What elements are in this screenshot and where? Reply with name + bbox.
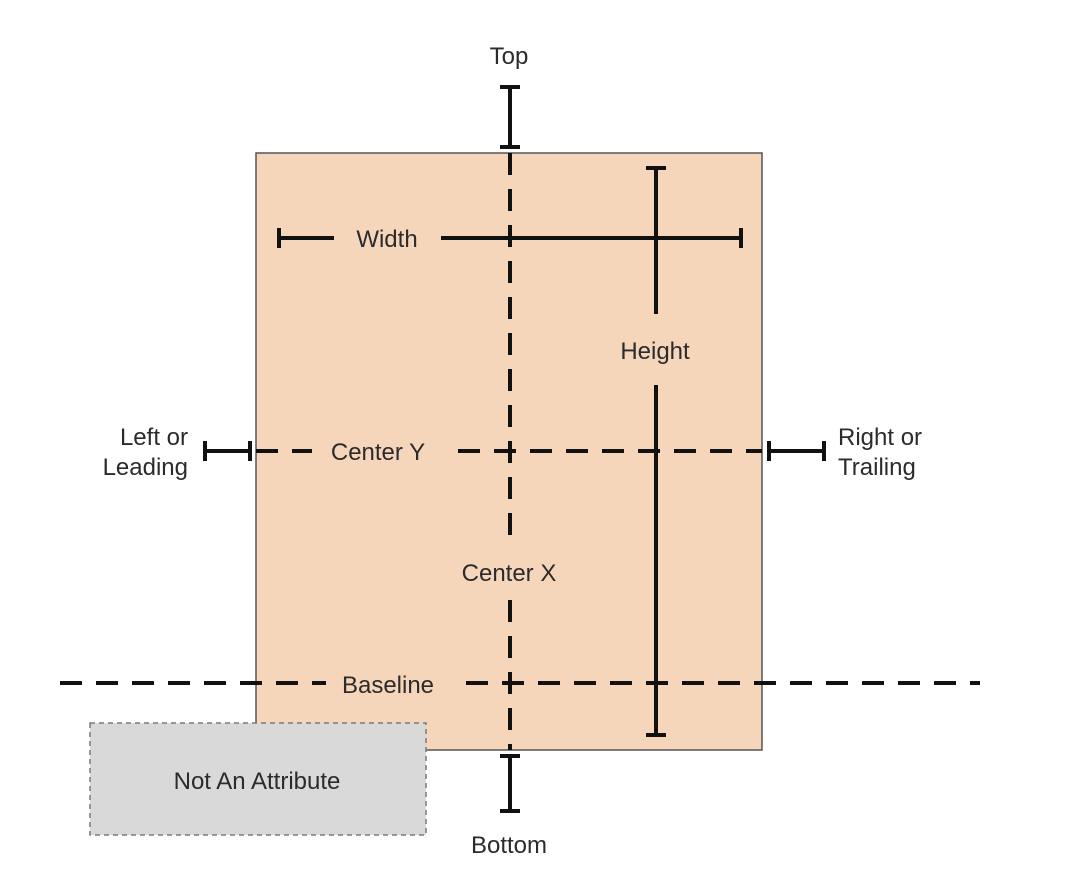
center-x-label: Center X xyxy=(462,560,557,587)
top-marker xyxy=(500,85,520,149)
center-y-label: Center Y xyxy=(331,439,425,466)
baseline-label: Baseline xyxy=(342,672,434,699)
width-label: Width xyxy=(356,226,417,253)
height-label: Height xyxy=(620,338,690,365)
right-trailing-label-line2: Trailing xyxy=(838,454,916,481)
right-trailing-label-line1: Right or xyxy=(838,424,922,451)
not-an-attribute-box xyxy=(89,722,427,836)
bottom-marker xyxy=(500,754,520,813)
not-an-attribute-label: Not An Attribute xyxy=(174,768,341,795)
bottom-label: Bottom xyxy=(471,832,547,859)
left-leading-label-line2: Leading xyxy=(103,454,188,481)
top-label: Top xyxy=(490,43,529,70)
left-leading-label-line1: Left or xyxy=(120,424,188,451)
height-dimension xyxy=(646,166,666,737)
width-dimension xyxy=(277,228,743,248)
left-leading-marker xyxy=(203,441,252,461)
right-trailing-marker xyxy=(767,441,826,461)
